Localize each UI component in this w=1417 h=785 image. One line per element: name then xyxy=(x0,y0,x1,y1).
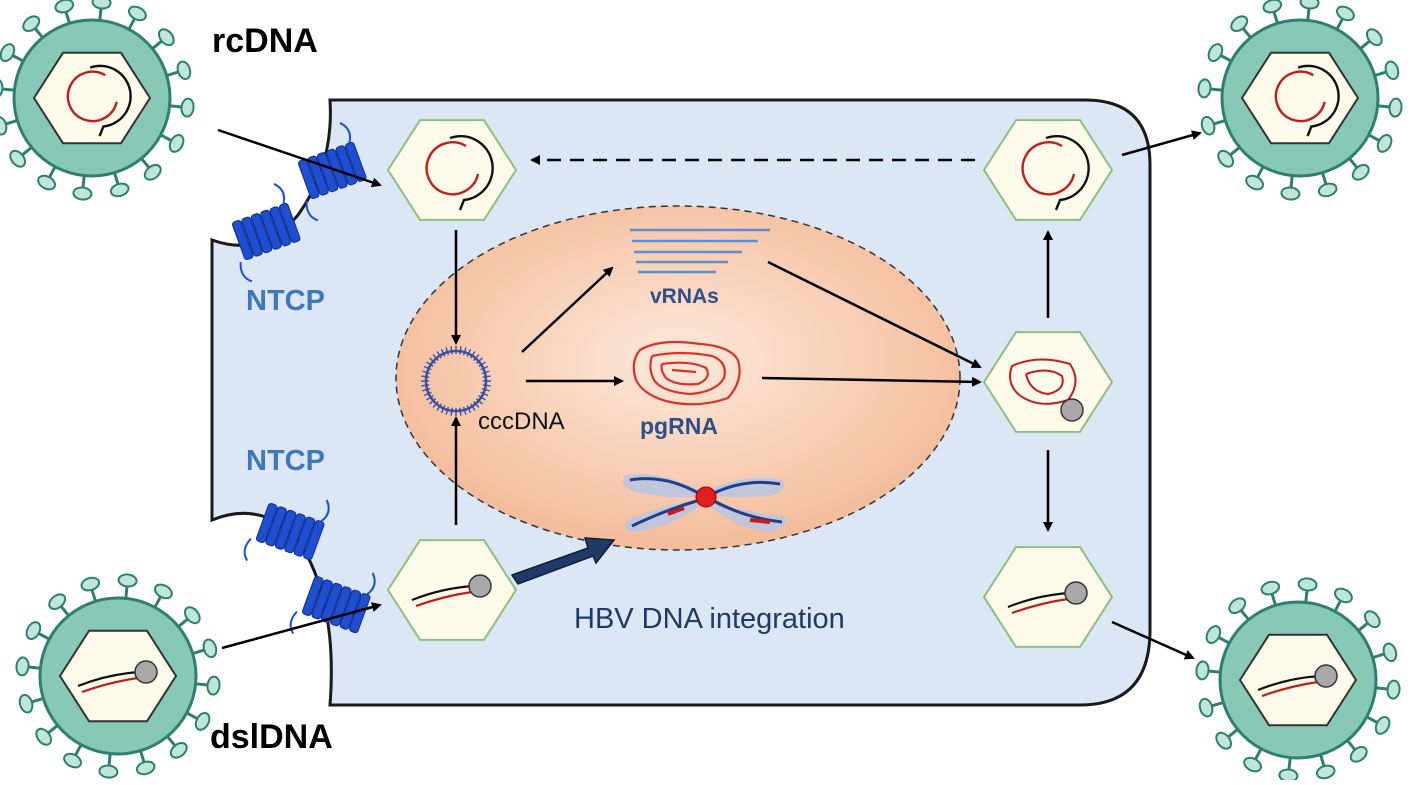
vrnas-lines xyxy=(630,228,770,274)
cccdna-label: cccDNA xyxy=(478,408,565,435)
capsid-pgrna xyxy=(982,331,1114,433)
capsid-rcdna-mature xyxy=(982,119,1114,221)
ntcp-receptor-upper-left xyxy=(232,183,301,283)
virus-dsldna-released xyxy=(1195,577,1401,783)
arrow-rcdna-entry xyxy=(217,128,382,188)
ntcp-label-top: NTCP xyxy=(246,285,325,317)
arrow-release-rcdna xyxy=(1121,130,1202,157)
virus-dsldna-incoming xyxy=(15,573,221,779)
capsid-dsldna-entry xyxy=(386,539,518,641)
ntcp-receptor-lower-left xyxy=(243,499,330,562)
ntcp-receptor-upper-right xyxy=(298,122,367,222)
capsid-rcdna-entry xyxy=(386,119,518,221)
capsid-dsldna-mature xyxy=(982,546,1114,648)
ntcp-receptor-lower-right xyxy=(289,572,376,635)
virus-rcdna-incoming xyxy=(0,0,195,201)
cccdna-minichromosome xyxy=(421,346,491,416)
arrow-dsldna-entry xyxy=(221,602,382,650)
arrow-vrnas-to-capsid xyxy=(767,260,982,369)
arrow-release-dsldna xyxy=(1111,620,1195,660)
pgrna-squiggle xyxy=(632,340,741,406)
arrow-pgrna-to-capsid xyxy=(761,376,982,387)
virus-rcdna-released xyxy=(1197,0,1403,201)
vrnas-label: vRNAs xyxy=(650,285,719,308)
ntcp-label-bottom: NTCP xyxy=(246,445,325,477)
pgrna-label: pgRNA xyxy=(640,413,718,439)
integration-label: HBV DNA integration xyxy=(574,603,845,635)
host-chromosome xyxy=(622,474,787,532)
arrow-to-vrnas xyxy=(521,266,614,353)
dsldna-label: dslDNA xyxy=(210,718,333,756)
nucleus xyxy=(395,205,961,551)
arrow-integration xyxy=(510,537,616,585)
rcdna-label: rcDNA xyxy=(212,22,318,60)
